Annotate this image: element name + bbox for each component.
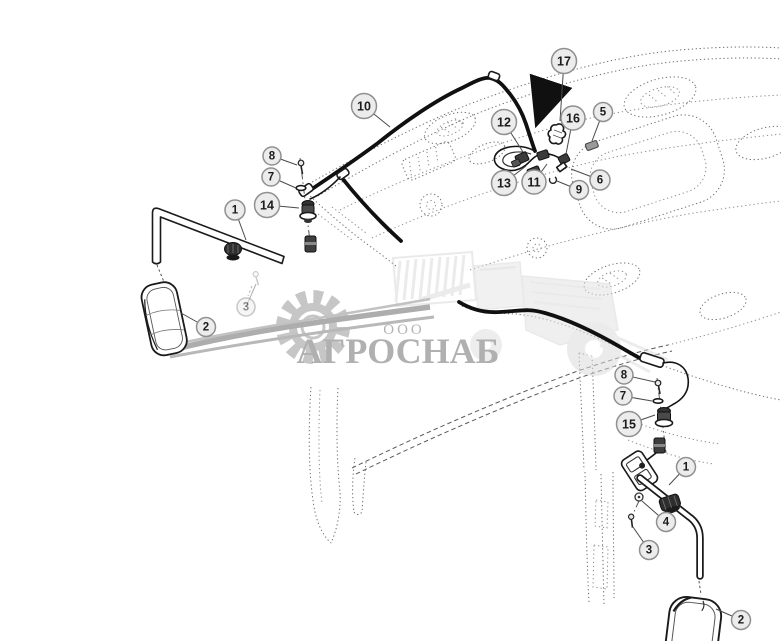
callout-balloon-3: 3 [236,297,256,317]
svg-text:1: 1 [232,205,239,217]
connector-block [536,149,550,161]
svg-text:7: 7 [620,391,626,403]
watermark: ООО АГРОСНАБ [169,250,669,376]
svg-text:15: 15 [622,418,636,432]
watermark-org-prefix: ООО [383,322,425,338]
svg-text:2: 2 [203,322,209,334]
harness-clip [487,70,501,82]
callout-balloon-8: 8 [614,365,634,385]
swoosh [169,297,435,359]
screw-8-right [654,379,662,395]
cab-roof-outline [301,46,781,401]
svg-text:17: 17 [557,55,571,69]
svg-text:14: 14 [260,199,274,213]
svg-text:3: 3 [646,545,652,557]
callout-balloon-1: 1 [675,456,697,478]
retainer-clip [555,161,568,173]
wiring-harness [298,70,690,413]
arm-clamp-knob-left [224,242,242,261]
svg-text:9: 9 [576,185,582,197]
c-clip [548,176,558,185]
mirror-right [662,596,723,641]
svg-text:1: 1 [683,462,690,474]
mirror-left [140,281,188,357]
svg-text:8: 8 [269,151,276,163]
screw-3-left-faint [247,271,260,297]
mirror-arm-right [620,450,704,596]
routing-arrow [529,73,573,129]
svg-text:5: 5 [600,107,607,119]
washer-7-right [652,397,664,404]
callout-balloon-1: 1 [224,199,246,221]
screw-8-left [297,159,305,175]
grommet-14 [299,200,317,223]
callout-balloon-3: 3 [638,539,660,561]
grommet-15 [654,407,674,428]
harness-lower-run [340,176,403,243]
svg-text:2: 2 [738,615,744,627]
svg-text:8: 8 [621,370,628,382]
hardware-right [638,377,674,467]
svg-text:3: 3 [243,302,249,314]
callout-balloon-7: 7 [261,167,281,187]
harness-upper-run [304,76,537,195]
mirror-lead-wire-left [309,176,341,200]
svg-text:12: 12 [497,116,511,130]
mirror-arm-left [151,207,285,283]
callout-balloon-10: 10 [350,92,378,120]
washer-4 [634,492,644,502]
callout-balloon-11: 11 [521,169,547,195]
callout-balloon-5: 5 [592,101,614,123]
callout-balloon-9: 9 [568,179,590,201]
harness-side-run [457,300,645,362]
plug-right [653,437,666,454]
harness-clip-17 [547,123,567,145]
mirror-lead-wire-right [660,361,690,413]
svg-text:10: 10 [357,100,371,114]
callout-balloon-4: 4 [655,511,677,533]
watermark-org-name: АГРОСНАБ [297,331,500,371]
svg-text:11: 11 [527,176,540,190]
arm-clamp-knob-right [658,493,681,514]
hardware-left [295,157,317,253]
connector-block [511,158,521,168]
plug-left [304,235,317,253]
callout-balloon-2: 2 [730,609,752,631]
svg-text:6: 6 [597,175,603,187]
combine-harvester-ghost [391,250,669,376]
washer-7-left [295,184,307,192]
callout-balloon-17: 17 [550,47,578,75]
callout-balloon-7: 7 [613,386,633,406]
callout-balloon-16: 16 [560,105,586,131]
svg-text:4: 4 [663,517,670,529]
screw-3-right [627,513,635,528]
callout-balloon-8: 8 [262,146,282,166]
callout-balloon-2: 2 [195,316,217,338]
svg-text:7: 7 [268,172,274,184]
callout-balloon-13: 13 [490,169,518,197]
callout-balloon-14: 14 [253,191,281,219]
svg-text:13: 13 [497,177,511,191]
callout-balloon-15: 15 [615,410,643,438]
callout-balloon-12: 12 [490,108,518,136]
svg-text:16: 16 [566,112,580,126]
connector-block [557,153,571,165]
callout-balloon-6: 6 [589,169,611,191]
